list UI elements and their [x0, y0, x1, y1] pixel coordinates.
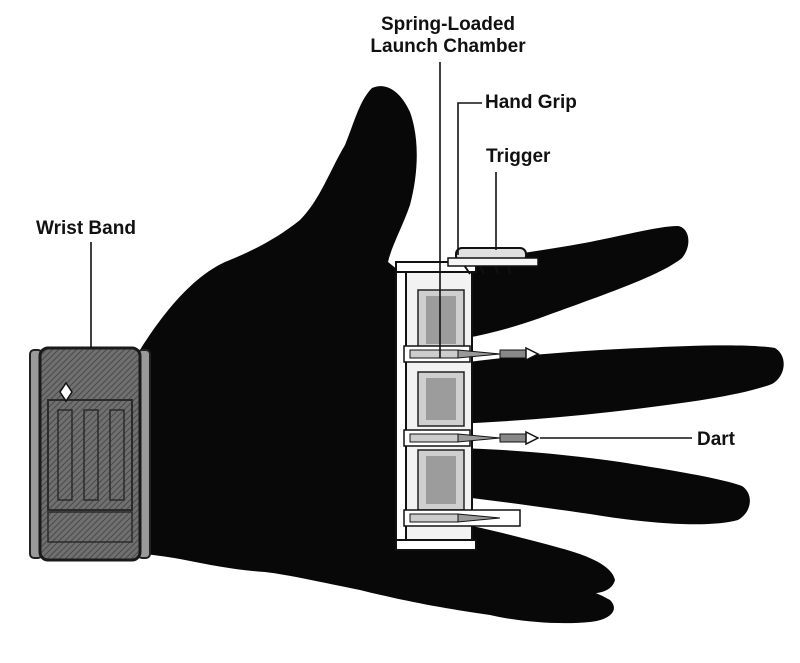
- label-spring-line2: Launch Chamber: [370, 36, 526, 57]
- middle-finger: [400, 345, 784, 426]
- label-spring-loaded-launch-chamber: Spring-Loaded Launch Chamber: [360, 14, 536, 58]
- ring-finger: [400, 447, 750, 525]
- dart: [403, 345, 540, 363]
- wrist-band: [29, 346, 151, 562]
- dart-row: [403, 345, 540, 527]
- leader-lines: [90, 62, 692, 439]
- label-trigger: Trigger: [486, 146, 551, 167]
- leader-hand-grip: [457, 102, 482, 255]
- palm-and-thumb: [140, 86, 614, 624]
- label-spring-line1: Spring-Loaded: [380, 14, 516, 35]
- dart: [403, 509, 521, 527]
- band-emblem-icon: [59, 381, 73, 403]
- label-dart: Dart: [697, 429, 736, 450]
- launcher-device: [395, 247, 539, 551]
- dart: [403, 429, 540, 447]
- label-hand-grip: Hand Grip: [485, 92, 577, 113]
- label-wrist-band: Wrist Band: [36, 218, 136, 239]
